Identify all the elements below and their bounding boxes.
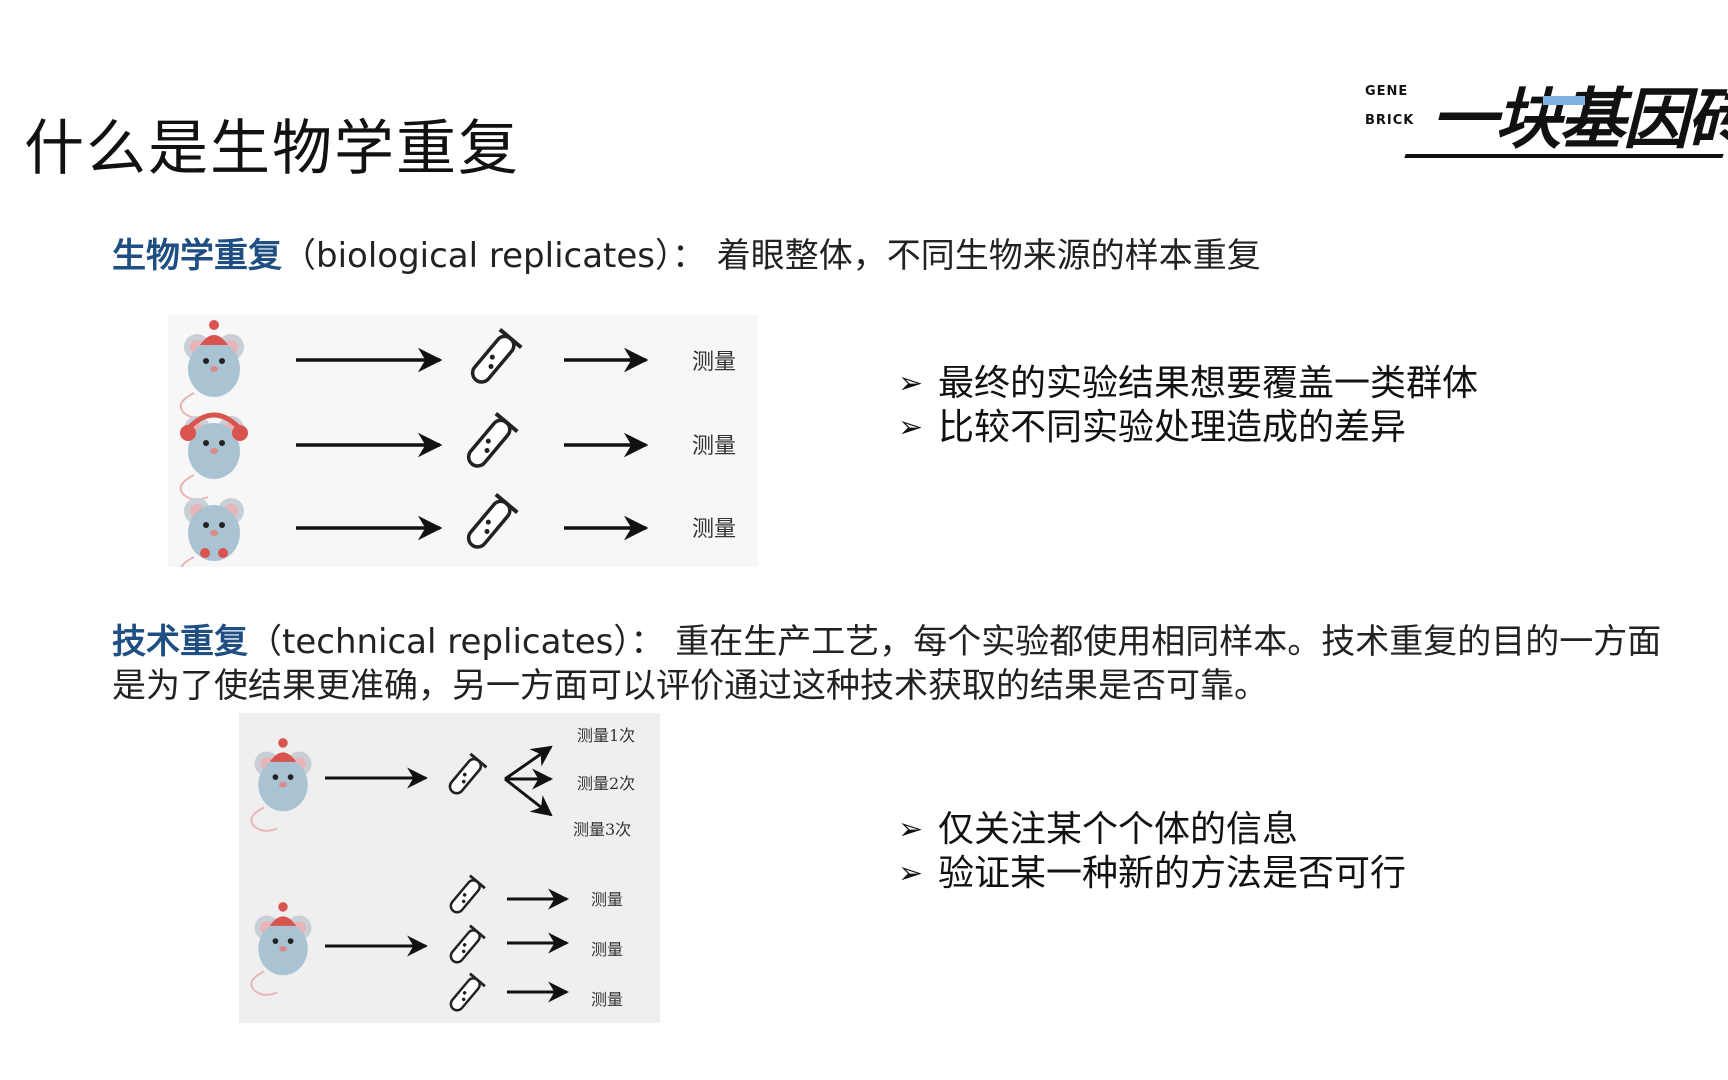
logo-underline bbox=[1404, 154, 1724, 158]
technical-term: 技术重复 bbox=[112, 622, 248, 662]
technical-definition-line1: 技术重复（technical replicates）： 重在生产工艺，每个实验都… bbox=[112, 620, 1661, 664]
bullet-text: 比较不同实验处理造成的差异 bbox=[938, 407, 1407, 448]
biological-term: 生物学重复 bbox=[112, 236, 282, 276]
measure-label: 测量1次 bbox=[577, 726, 635, 745]
test-tube-icon bbox=[444, 972, 487, 1017]
bullet-text: 仅关注某个个体的信息 bbox=[938, 809, 1299, 850]
technical-definition-line2: 是为了使结果更准确，另一方面可以评价通过这种技术获取的结果是否可靠。 bbox=[112, 664, 1268, 708]
test-tube-icon bbox=[459, 492, 520, 556]
biological-replicates-figure: 测量 测量 测量 bbox=[168, 315, 758, 567]
measure-label: 测量 bbox=[692, 350, 736, 375]
bullet-item: ➢ 仅关注某个个体的信息 bbox=[898, 808, 1406, 852]
mouse-icon bbox=[250, 738, 313, 832]
biological-definition: 生物学重复（biological replicates）： 着眼整体，不同生物来… bbox=[112, 234, 1261, 278]
technical-text-2: 是为了使结果更准确，另一方面可以评价通过这种技术获取的结果是否可靠。 bbox=[112, 666, 1268, 706]
arrowhead-bullet-icon: ➢ bbox=[898, 856, 924, 891]
test-tube-icon bbox=[444, 924, 487, 969]
arrowhead-bullet-icon: ➢ bbox=[898, 410, 924, 445]
test-tube-icon bbox=[442, 752, 488, 800]
bullet-text: 验证某一种新的方法是否可行 bbox=[938, 853, 1407, 894]
arrowhead-bullet-icon: ➢ bbox=[898, 366, 924, 401]
bullet-item: ➢ 比较不同实验处理造成的差异 bbox=[898, 406, 1478, 450]
page-title: 什么是生物学重复 bbox=[24, 114, 520, 184]
logo-cn-text: 一块基因砖 bbox=[1431, 81, 1728, 158]
arrowhead-bullet-icon: ➢ bbox=[898, 812, 924, 847]
logo-en-brick: BRICK bbox=[1365, 113, 1415, 128]
test-tube-icon bbox=[459, 411, 520, 475]
biological-bullets: ➢ 最终的实验结果想要覆盖一类群体 ➢ 比较不同实验处理造成的差异 bbox=[898, 362, 1478, 450]
test-tube-icon bbox=[463, 327, 524, 391]
branch-arrow-down bbox=[504, 777, 553, 817]
branch-arrow-up bbox=[504, 745, 553, 781]
mouse-icon bbox=[179, 412, 248, 501]
measure-label: 测量 bbox=[591, 990, 623, 1009]
measure-label: 测量 bbox=[692, 517, 736, 542]
test-tube-icon bbox=[444, 874, 487, 919]
bullet-text: 最终的实验结果想要覆盖一类群体 bbox=[938, 363, 1479, 404]
mouse-icon bbox=[250, 902, 313, 996]
technical-text-1: （technical replicates）： 重在生产工艺，每个实验都使用相同… bbox=[248, 622, 1662, 662]
technical-replicates-figure: 测量1次 测量2次 测量3次 测量 测量 测量 bbox=[239, 713, 660, 1023]
mouse-icon bbox=[179, 497, 245, 567]
measure-label: 测量 bbox=[692, 434, 736, 459]
measure-label: 测量 bbox=[591, 890, 623, 909]
measure-label: 测量3次 bbox=[573, 820, 631, 839]
logo-en-gene: GENE bbox=[1365, 84, 1409, 99]
bullet-item: ➢ 验证某一种新的方法是否可行 bbox=[898, 852, 1406, 896]
logo-accent bbox=[1543, 96, 1585, 105]
gene-brick-logo: GENE BRICK 一块基因砖 bbox=[1365, 72, 1728, 162]
mouse-icon bbox=[179, 320, 245, 419]
bullet-item: ➢ 最终的实验结果想要覆盖一类群体 bbox=[898, 362, 1478, 406]
biological-text: （biological replicates）： 着眼整体，不同生物来源的样本重… bbox=[282, 236, 1261, 276]
measure-label: 测量 bbox=[591, 940, 623, 959]
technical-bullets: ➢ 仅关注某个个体的信息 ➢ 验证某一种新的方法是否可行 bbox=[898, 808, 1406, 896]
measure-label: 测量2次 bbox=[577, 774, 635, 793]
